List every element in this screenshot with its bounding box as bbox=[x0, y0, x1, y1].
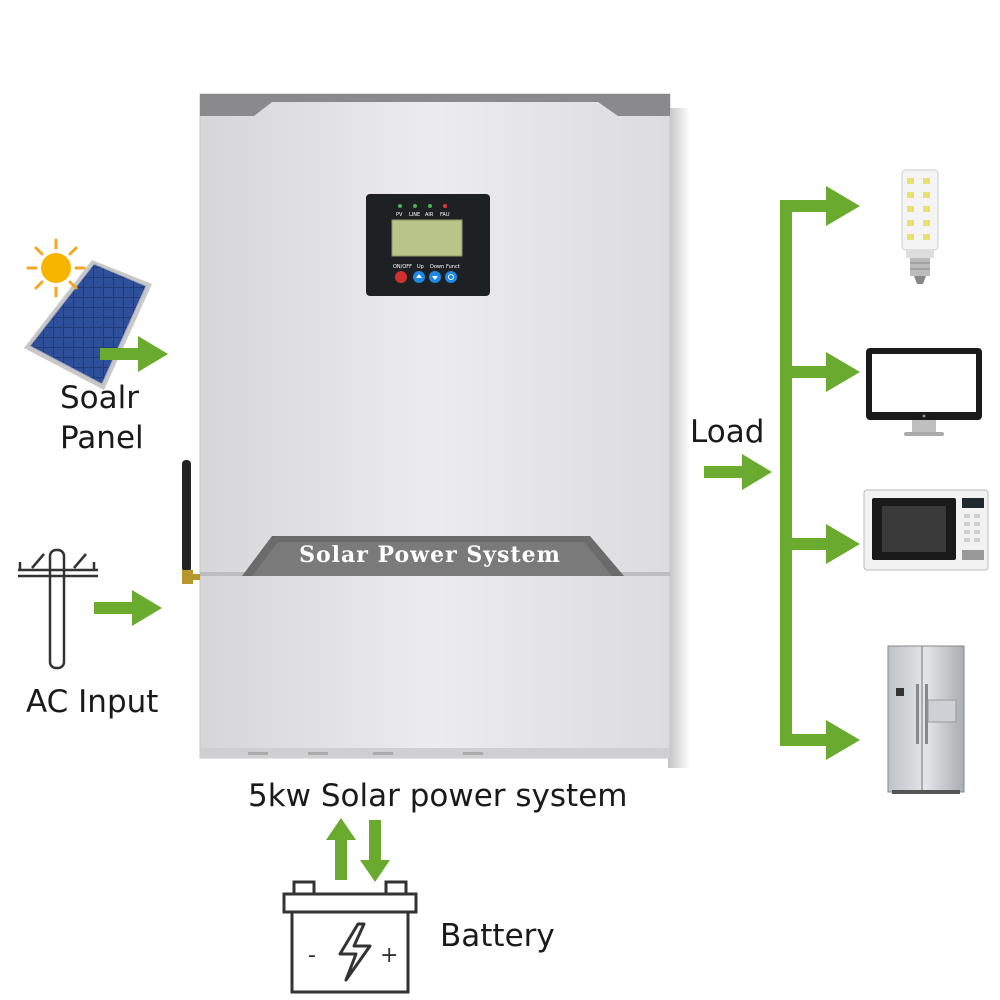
power-button[interactable] bbox=[395, 271, 407, 283]
antenna-icon bbox=[182, 460, 200, 584]
arrow-to-load bbox=[704, 454, 772, 490]
control-panel: PV LINE AIR FAU ON/OFF Up Down Funct bbox=[366, 194, 490, 296]
lcd-screen bbox=[391, 219, 463, 257]
button-label-up: Up bbox=[417, 264, 424, 270]
funct-button[interactable] bbox=[445, 271, 457, 283]
arrow-battery-down bbox=[360, 820, 390, 882]
battery-label: Battery bbox=[440, 918, 555, 954]
battery-minus: - bbox=[308, 943, 316, 968]
led-label-air: AIR bbox=[425, 212, 434, 218]
ac-input-label: AC Input bbox=[26, 684, 159, 720]
inverter-body bbox=[199, 93, 671, 759]
led-bulb-icon bbox=[901, 169, 939, 284]
arrow-solar-in bbox=[100, 336, 168, 372]
led-label-line: LINE bbox=[409, 212, 420, 218]
arrow-ac-in bbox=[94, 590, 162, 626]
load-label: Load bbox=[690, 414, 765, 450]
load-distribution-bus bbox=[780, 186, 860, 760]
sun-icon bbox=[26, 238, 86, 298]
button-label-funct: Funct bbox=[446, 264, 460, 270]
button-label-onoff: ON/OFF bbox=[393, 264, 412, 270]
solar-panel-icon bbox=[24, 260, 152, 390]
led-label-fau: FAU bbox=[440, 212, 450, 218]
monitor-icon bbox=[866, 348, 982, 436]
solar-label-line2: Panel bbox=[60, 420, 144, 456]
inverter-unit: PV LINE AIR FAU ON/OFF Up Down Funct Sol… bbox=[182, 93, 690, 768]
utility-pole-icon bbox=[18, 548, 98, 670]
led-label-pv: PV bbox=[396, 212, 403, 218]
microwave-icon bbox=[863, 489, 989, 571]
system-caption: 5kw Solar power system bbox=[248, 778, 628, 814]
battery-icon: - + bbox=[282, 880, 418, 994]
refrigerator-icon bbox=[887, 645, 965, 794]
top-bevel bbox=[200, 94, 670, 116]
brand-text: Solar Power System bbox=[299, 542, 561, 568]
battery-plus: + bbox=[380, 943, 398, 968]
button-label-down: Down bbox=[430, 264, 444, 270]
solar-label-line1: Soalr bbox=[60, 380, 139, 416]
arrow-battery-up bbox=[326, 818, 356, 880]
